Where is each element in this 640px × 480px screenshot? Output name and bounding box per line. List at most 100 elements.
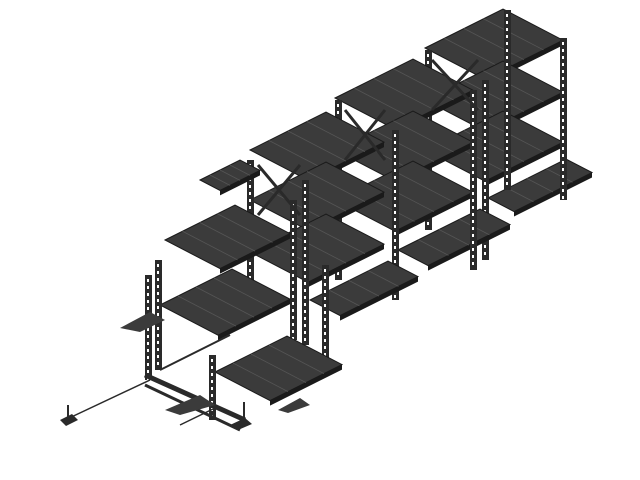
- bay3-upright-back-left-slot: [249, 276, 251, 279]
- bay2-upright-front-right-slot: [472, 129, 474, 132]
- bay1-upright-front-right-slot: [562, 182, 564, 185]
- bay1-upright-front-right-slot: [562, 70, 564, 73]
- exploded-shelf-1-seam: [199, 222, 256, 252]
- bay3-upright-front-right-slot: [324, 318, 326, 321]
- bay1-upright-front-left-slot: [484, 175, 486, 178]
- exploded-upright-left-slot: [147, 286, 149, 289]
- bay3-upright-back-left-slot: [249, 192, 251, 195]
- bay1-upright-back-right-slot: [506, 182, 508, 185]
- bay3-upright-front-right-slot: [324, 339, 326, 342]
- exploded-upright-right-slot: [211, 373, 213, 376]
- bay2-shelf-2-seam: [373, 130, 435, 163]
- exploded-shelf-1-seam: [182, 230, 238, 261]
- bay2-shelf-2-seam: [393, 120, 454, 153]
- bay2-upright-back-left-slot: [337, 272, 339, 275]
- bay1-upright-front-left-slot: [484, 189, 486, 192]
- bay1-upright-front-right-slot: [562, 161, 564, 164]
- bay2-upright-front-left-slot: [394, 225, 396, 228]
- bay1-upright-front-right-slot: [562, 175, 564, 178]
- bay1-upright-back-right-slot: [506, 161, 508, 164]
- bay3-upright-front-left-slot: [304, 296, 306, 299]
- bay1-upright-back-right-slot: [506, 175, 508, 178]
- bay3-upright-front-left-slot: [304, 212, 306, 215]
- bay3-upright-front-left-slot: [304, 268, 306, 271]
- bay3-upright-mid-slot: [292, 246, 294, 249]
- bay2-upright-front-left-slot: [394, 162, 396, 165]
- bay3-upright-mid-slot: [292, 239, 294, 242]
- bay3-upright-mid-slot: [292, 225, 294, 228]
- exploded-upright-left-inner-slot: [157, 334, 159, 337]
- bay1-upright-back-right-slot: [506, 21, 508, 24]
- exploded-shelf-top-partial-seam: [219, 169, 241, 181]
- exploded-upright-left-inner-slot: [157, 278, 159, 281]
- bay3-upright-back-left-slot: [249, 269, 251, 272]
- bay2-upright-front-right-slot: [472, 136, 474, 139]
- bay3-upright-mid-slot: [292, 253, 294, 256]
- bay2-shelf-3-lip: [395, 192, 473, 237]
- bay3-upright-front-left-slot: [304, 226, 306, 229]
- bay1-upright-front-right-slot: [562, 196, 564, 199]
- tie-rod: [159, 334, 231, 371]
- bay2-upright-front-right-slot: [472, 143, 474, 146]
- bay3-upright-front-left-slot: [304, 254, 306, 257]
- bay1-upright-back-right-slot: [506, 49, 508, 52]
- bay3-upright-mid-slot: [292, 232, 294, 235]
- bracket: [278, 398, 310, 413]
- bay1-upright-front-left-slot: [484, 91, 486, 94]
- bay3-upright-mid-slot: [292, 211, 294, 214]
- exploded-upright-left-slot: [147, 363, 149, 366]
- exploded-upright-left-slot: [147, 328, 149, 331]
- bay1-upright-back-left-slot: [427, 222, 429, 225]
- bay1-upright-back-right-slot: [506, 77, 508, 80]
- bay2-upright-front-left-slot: [394, 155, 396, 158]
- bay1-upright-front-right-slot: [562, 119, 564, 122]
- bay3-upright-mid-slot: [292, 316, 294, 319]
- exploded-shelf-2-lip: [218, 299, 290, 341]
- bay3-upright-front-left-slot: [304, 324, 306, 327]
- bay2-upright-back-left-slot: [337, 104, 339, 107]
- bay3-shelf-3-seam: [306, 223, 366, 255]
- bay2-upright-front-left-slot: [394, 239, 396, 242]
- exploded-upright-left-slot: [147, 307, 149, 310]
- bay3-shelf-1-seam: [268, 140, 328, 172]
- bay1-upright-back-right-slot: [506, 126, 508, 129]
- exploded-upright-left-inner-slot: [157, 271, 159, 274]
- bay1-upright-front-right-slot: [562, 126, 564, 129]
- bay2-upright-front-right-slot: [472, 164, 474, 167]
- bay1-bottom-shelf-seam: [546, 168, 573, 183]
- bay1-upright-front-left-slot: [484, 98, 486, 101]
- bay1-upright-front-right-slot: [562, 98, 564, 101]
- bay1-upright-back-right-slot: [506, 119, 508, 122]
- bay2-upright-front-right-slot: [472, 122, 474, 125]
- bay1-upright-front-right-slot: [562, 84, 564, 87]
- cross-brace: [343, 109, 387, 161]
- bay3-upright-mid-slot: [292, 281, 294, 284]
- bay1-bottom-shelf-lip: [514, 172, 592, 217]
- bay2-upright-front-right-slot: [472, 213, 474, 216]
- bay2-upright-front-left-slot: [394, 134, 396, 137]
- bay3-upright-front-right-slot: [324, 276, 326, 279]
- exploded-upright-right-slot: [211, 366, 213, 369]
- bay1-upright-front-right-slot: [562, 56, 564, 59]
- bay3-upright-front-left-slot: [304, 198, 306, 201]
- bay2-upright-front-left-slot: [394, 176, 396, 179]
- short-tie-rod: [179, 407, 216, 426]
- bay1-bottom-shelf-seam: [526, 178, 554, 193]
- exploded-upright-left-slot: [147, 293, 149, 296]
- bracket: [120, 312, 165, 332]
- exploded-shelf-3-seam: [250, 353, 307, 383]
- bay3-upright-mid-slot: [292, 330, 294, 333]
- bay2-upright-front-right-slot: [472, 241, 474, 244]
- exploded-upright-right-slot: [211, 359, 213, 362]
- bay1-upright-front-left-slot: [484, 196, 486, 199]
- bay2-upright-front-right-slot: [472, 108, 474, 111]
- bay2-upright-front-right-slot: [472, 150, 474, 153]
- bay3-bottom-shelf-lip: [340, 276, 418, 321]
- bay1-upright-front-left-slot: [484, 203, 486, 206]
- bay3-upright-mid-slot: [292, 302, 294, 305]
- bay2-shelf-1-seam: [354, 87, 415, 120]
- bay3-upright-mid-slot: [292, 337, 294, 340]
- bay3-upright-mid-slot: [292, 295, 294, 298]
- exploded-upright-right-slot: [211, 387, 213, 390]
- exploded-upright-left-slot: [147, 335, 149, 338]
